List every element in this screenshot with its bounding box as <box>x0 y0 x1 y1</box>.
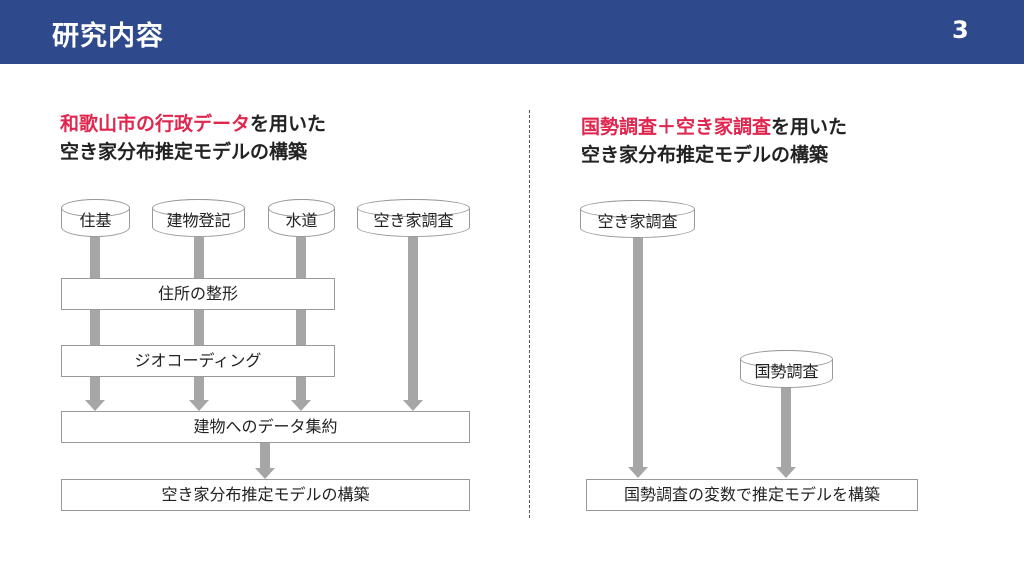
arrow-shaft-akiya-chosa <box>408 237 418 400</box>
datasource-right-akiya-chosa: 空き家調査 <box>580 200 695 238</box>
datasource-tatemono-toki-label: 建物登記 <box>166 211 231 230</box>
section-divider <box>529 110 530 518</box>
arrow-head-aggregate-to-model <box>255 468 275 479</box>
slide-title: 研究内容 <box>52 21 164 52</box>
arrow-head-kokusei-chosa <box>776 467 796 478</box>
header-bar: 研究内容 3 <box>0 0 1024 64</box>
arrow-head-akiya-chosa <box>403 400 423 411</box>
arrow-shaft-suido <box>296 237 306 400</box>
datasource-suido: 水道 <box>268 199 335 237</box>
step-address-normalize: 住所の整形 <box>61 278 335 310</box>
datasource-juki: 住基 <box>61 199 130 237</box>
datasource-akiya-chosa-label: 空き家調査 <box>373 211 454 230</box>
right-heading-line2: 空き家分布推定モデルの構築 <box>581 144 829 166</box>
page-number: 3 <box>952 16 969 44</box>
right-heading: 国勢調査＋空き家調査を用いた 空き家分布推定モデルの構築 <box>581 113 847 169</box>
arrow-shaft-juki <box>90 237 100 400</box>
datasource-tatemono-toki: 建物登記 <box>152 199 245 237</box>
step-build-model-left: 空き家分布推定モデルの構築 <box>61 479 470 511</box>
datasource-kokusei-chosa: 国勢調査 <box>740 350 833 388</box>
datasource-juki-label: 住基 <box>79 211 112 230</box>
right-heading-highlight: 国勢調査＋空き家調査 <box>581 116 772 138</box>
arrow-shaft-kokusei-chosa <box>781 387 791 467</box>
right-heading-line1: 国勢調査＋空き家調査を用いた <box>581 113 847 141</box>
arrow-shaft-right-akiya-chosa <box>633 238 643 467</box>
arrow-head-juki <box>85 400 105 411</box>
arrow-head-suido <box>291 400 311 411</box>
right-heading-rest: を用いた <box>771 116 848 138</box>
datasource-akiya-chosa: 空き家調査 <box>357 199 470 237</box>
datasource-right-akiya-chosa-label: 空き家調査 <box>597 212 678 231</box>
step-aggregate-to-buildings: 建物へのデータ集約 <box>61 411 470 443</box>
datasource-suido-label: 水道 <box>285 211 318 230</box>
step-geocoding: ジオコーディング <box>61 345 335 377</box>
datasource-kokusei-chosa-label: 国勢調査 <box>754 362 819 381</box>
left-heading-highlight: 和歌山市の行政データ <box>60 113 251 135</box>
arrow-shaft-tatemono-toki <box>194 237 204 400</box>
left-heading-line2: 空き家分布推定モデルの構築 <box>60 141 308 163</box>
left-heading: 和歌山市の行政データを用いた 空き家分布推定モデルの構築 <box>60 110 326 166</box>
arrow-head-right-akiya-chosa <box>628 467 648 478</box>
left-heading-line1: 和歌山市の行政データを用いた <box>60 110 326 138</box>
arrow-shaft-aggregate-to-model <box>260 442 270 468</box>
step-build-model-right: 国勢調査の変数で推定モデルを構築 <box>586 479 918 511</box>
arrow-head-tatemono-toki <box>189 400 209 411</box>
left-heading-rest: を用いた <box>250 113 327 135</box>
